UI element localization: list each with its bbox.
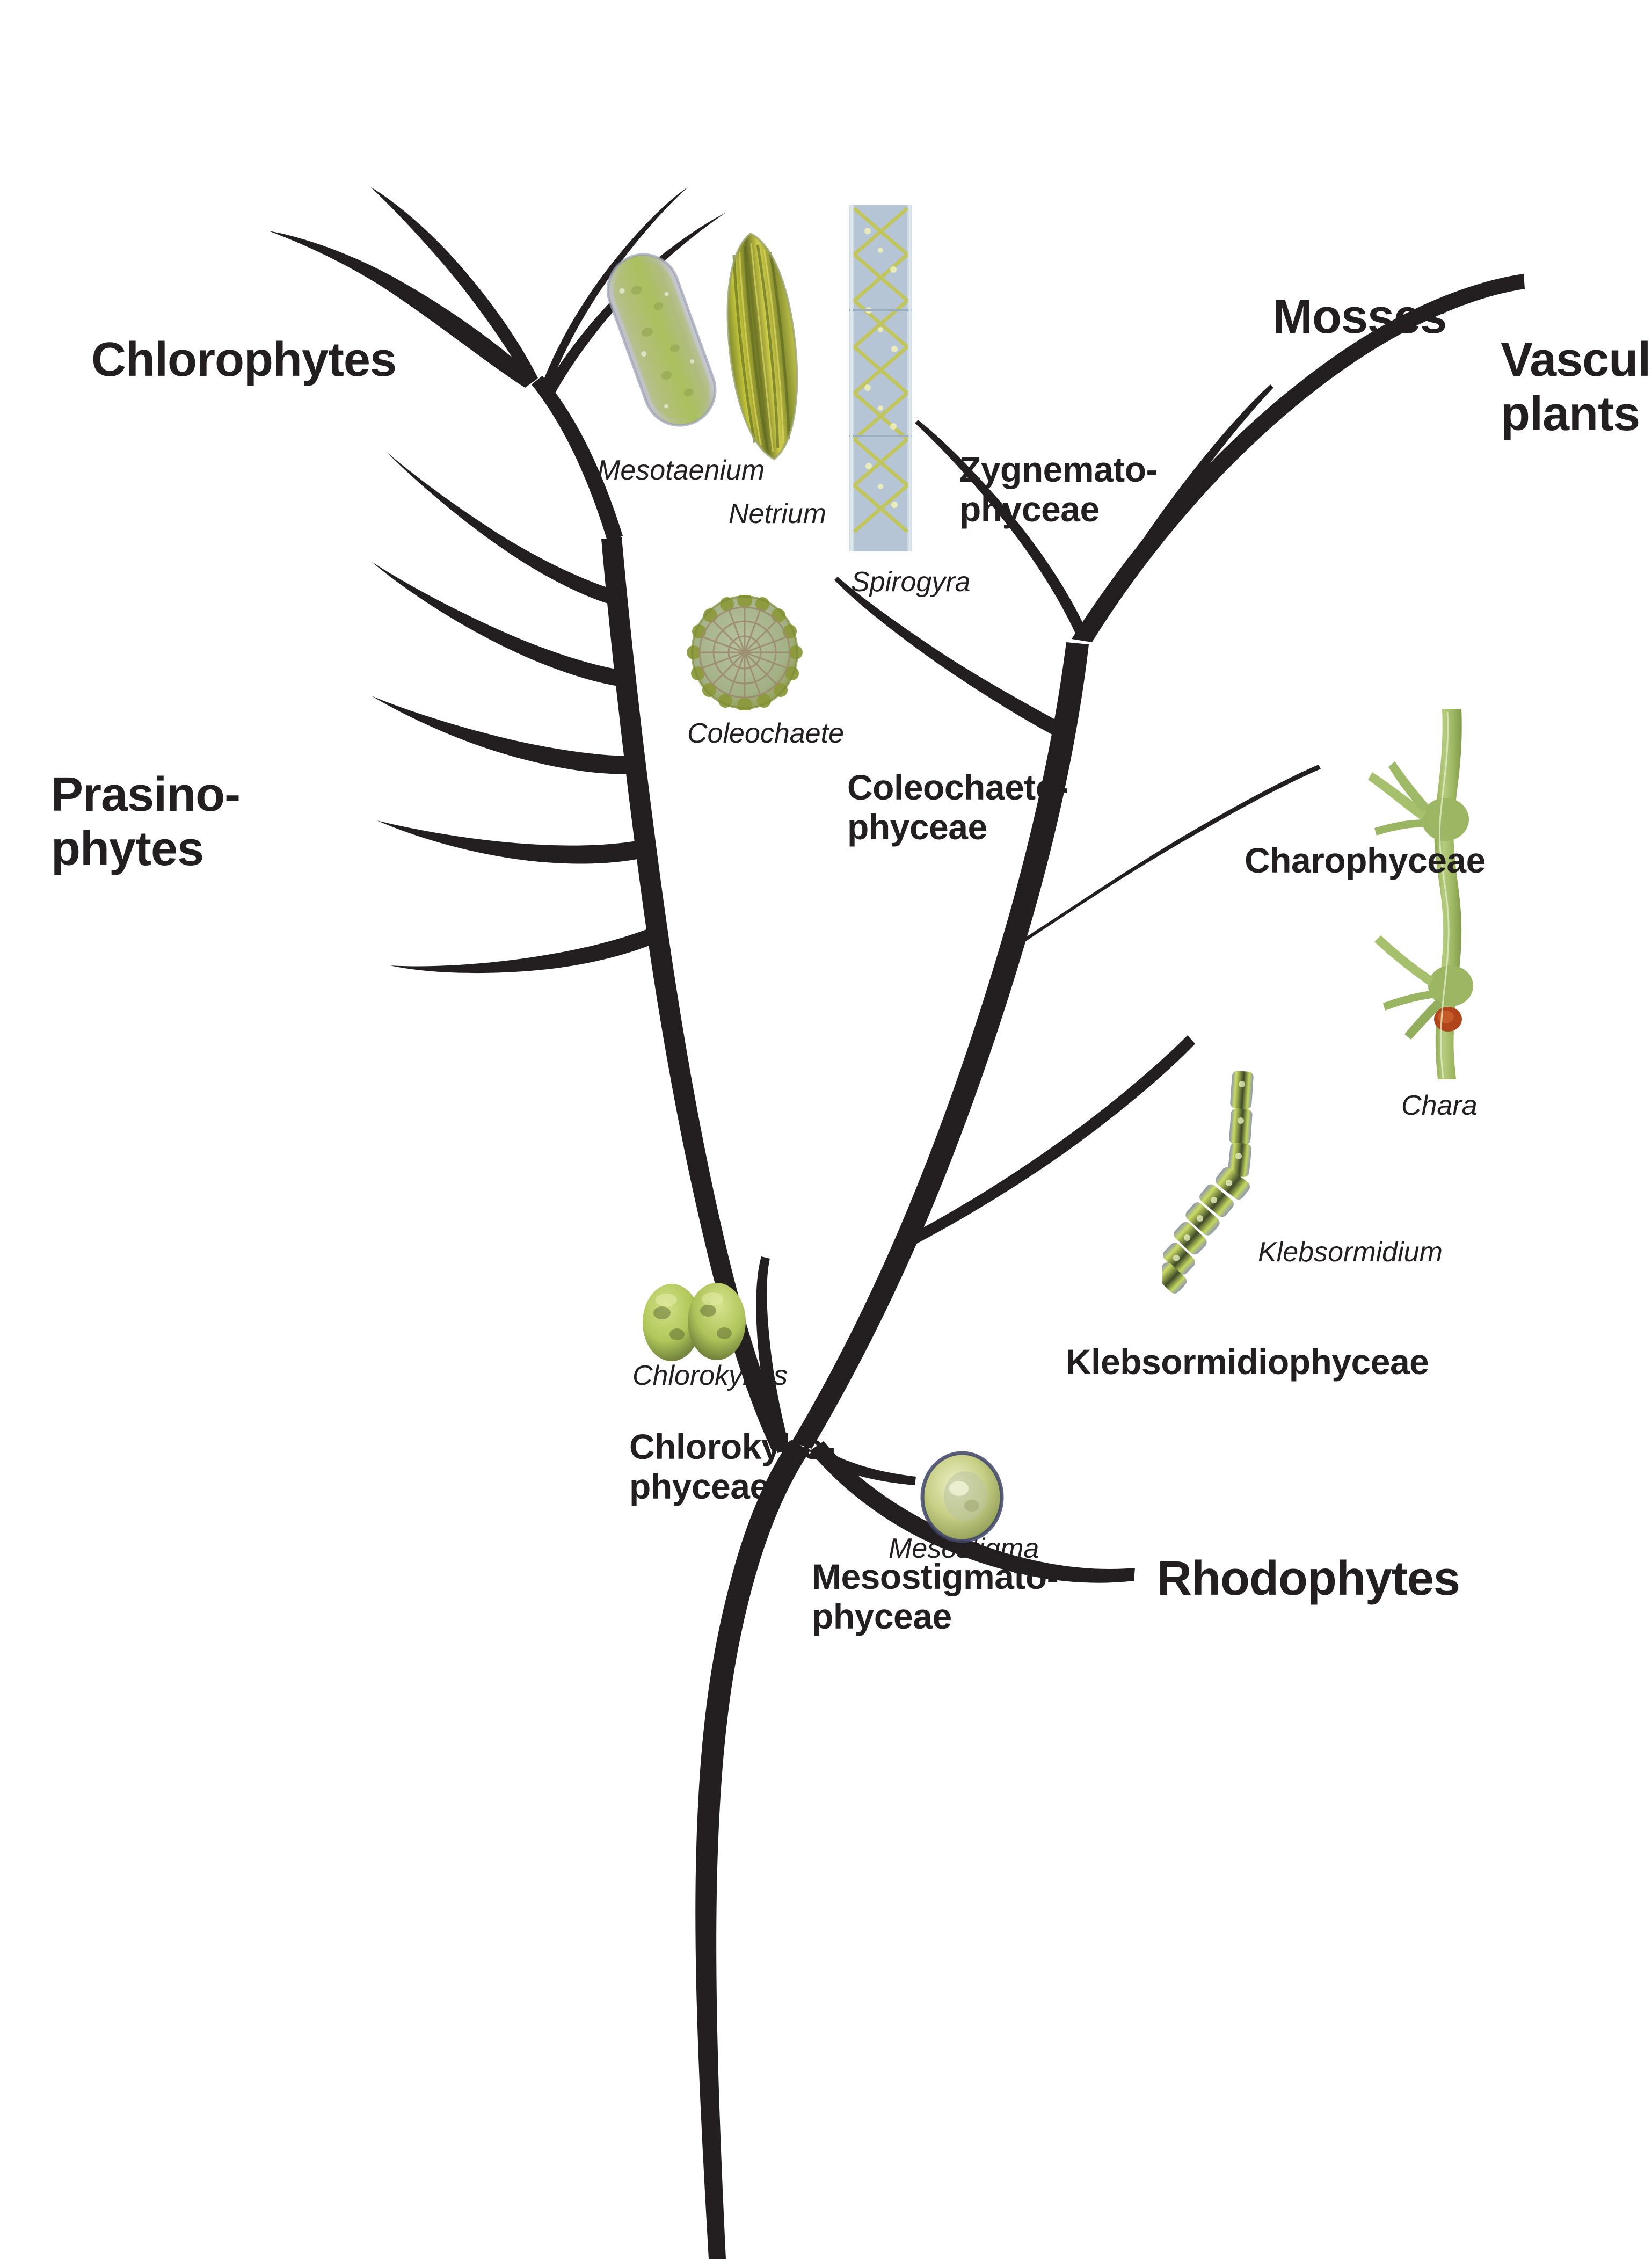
label-rhodophytes: Rhodophytes: [1157, 1552, 1460, 1606]
label-klebsormidium: Klebsormidium: [1258, 1237, 1443, 1268]
branch-charophyceae: [1017, 765, 1321, 945]
specimen-spirogyra: [847, 205, 914, 551]
specimen-netrium: [710, 227, 814, 465]
label-zygnematophyceae: Zygnemato- phyceae: [959, 449, 1158, 529]
specimen-klebsormidium: [1162, 1071, 1262, 1299]
branch-klebsormidiophyceae: [907, 1035, 1195, 1246]
chlorophyte-stem: [532, 376, 623, 542]
label-coleochaetophyceae: Coleochaeto- phyceae: [847, 767, 1069, 847]
branch-paths: [268, 187, 1525, 2259]
label-prasinophytes: Prasino- phytes: [51, 768, 241, 876]
prasinophyte-branch-5: [390, 921, 666, 974]
label-charophyceae: Charophyceae: [1245, 840, 1486, 880]
label-klebsormidiophyceae: Klebsormidiophyceae: [1066, 1342, 1429, 1382]
label-mesotaenium: Mesotaenium: [597, 455, 765, 486]
branch-chlorokybophyceae: [756, 1256, 790, 1453]
chlorophyte-branch-4: [547, 213, 726, 393]
branch-coleochaetophyceae: [834, 577, 1075, 744]
trunk-upper: [601, 537, 788, 1453]
specimen-coleochaete: [687, 595, 803, 710]
label-netrium: Netrium: [729, 498, 827, 529]
chlorophyte-branch-2: [370, 187, 538, 384]
label-chlorophytes: Chlorophytes: [91, 333, 397, 387]
prasinophyte-branch-1: [385, 451, 617, 606]
branch-rhodophytes: [810, 1441, 1135, 1583]
trunk-main: [695, 1441, 811, 2259]
branch-mesostigmatophyceae: [809, 1446, 916, 1485]
prasinophyte-branch-2: [372, 562, 629, 687]
label-mesostigma: Mesostigma: [889, 1533, 1039, 1564]
specimen-chlorokybus: [641, 1281, 748, 1364]
label-coleochaete: Coleochaete: [687, 718, 844, 749]
branch-zygnematophyceae: [915, 420, 1088, 637]
label-mosses: Mosses: [1272, 290, 1447, 344]
label-vascular-plants: Vascular plants: [1501, 333, 1652, 441]
label-chlorokybophyceae: Chlorokybo- phyceae: [629, 1427, 835, 1506]
label-chara: Chara: [1401, 1090, 1478, 1121]
chlorophyte-branch-1: [268, 231, 537, 388]
label-mesostigmatophyceae: Mesostigmato- phyceae: [812, 1557, 1059, 1636]
prasinophyte-branch-3: [372, 696, 642, 774]
specimen-mesostigma: [918, 1450, 1007, 1544]
label-chlorokybus: Chlorokybus: [632, 1360, 788, 1391]
specimen-mesotaenium: [588, 237, 735, 442]
specimen-chara: [1337, 709, 1498, 1079]
prasinophyte-branch-4: [377, 820, 653, 864]
label-spirogyra: Spirogyra: [851, 566, 971, 598]
streptophyte-axis: [791, 642, 1089, 1449]
